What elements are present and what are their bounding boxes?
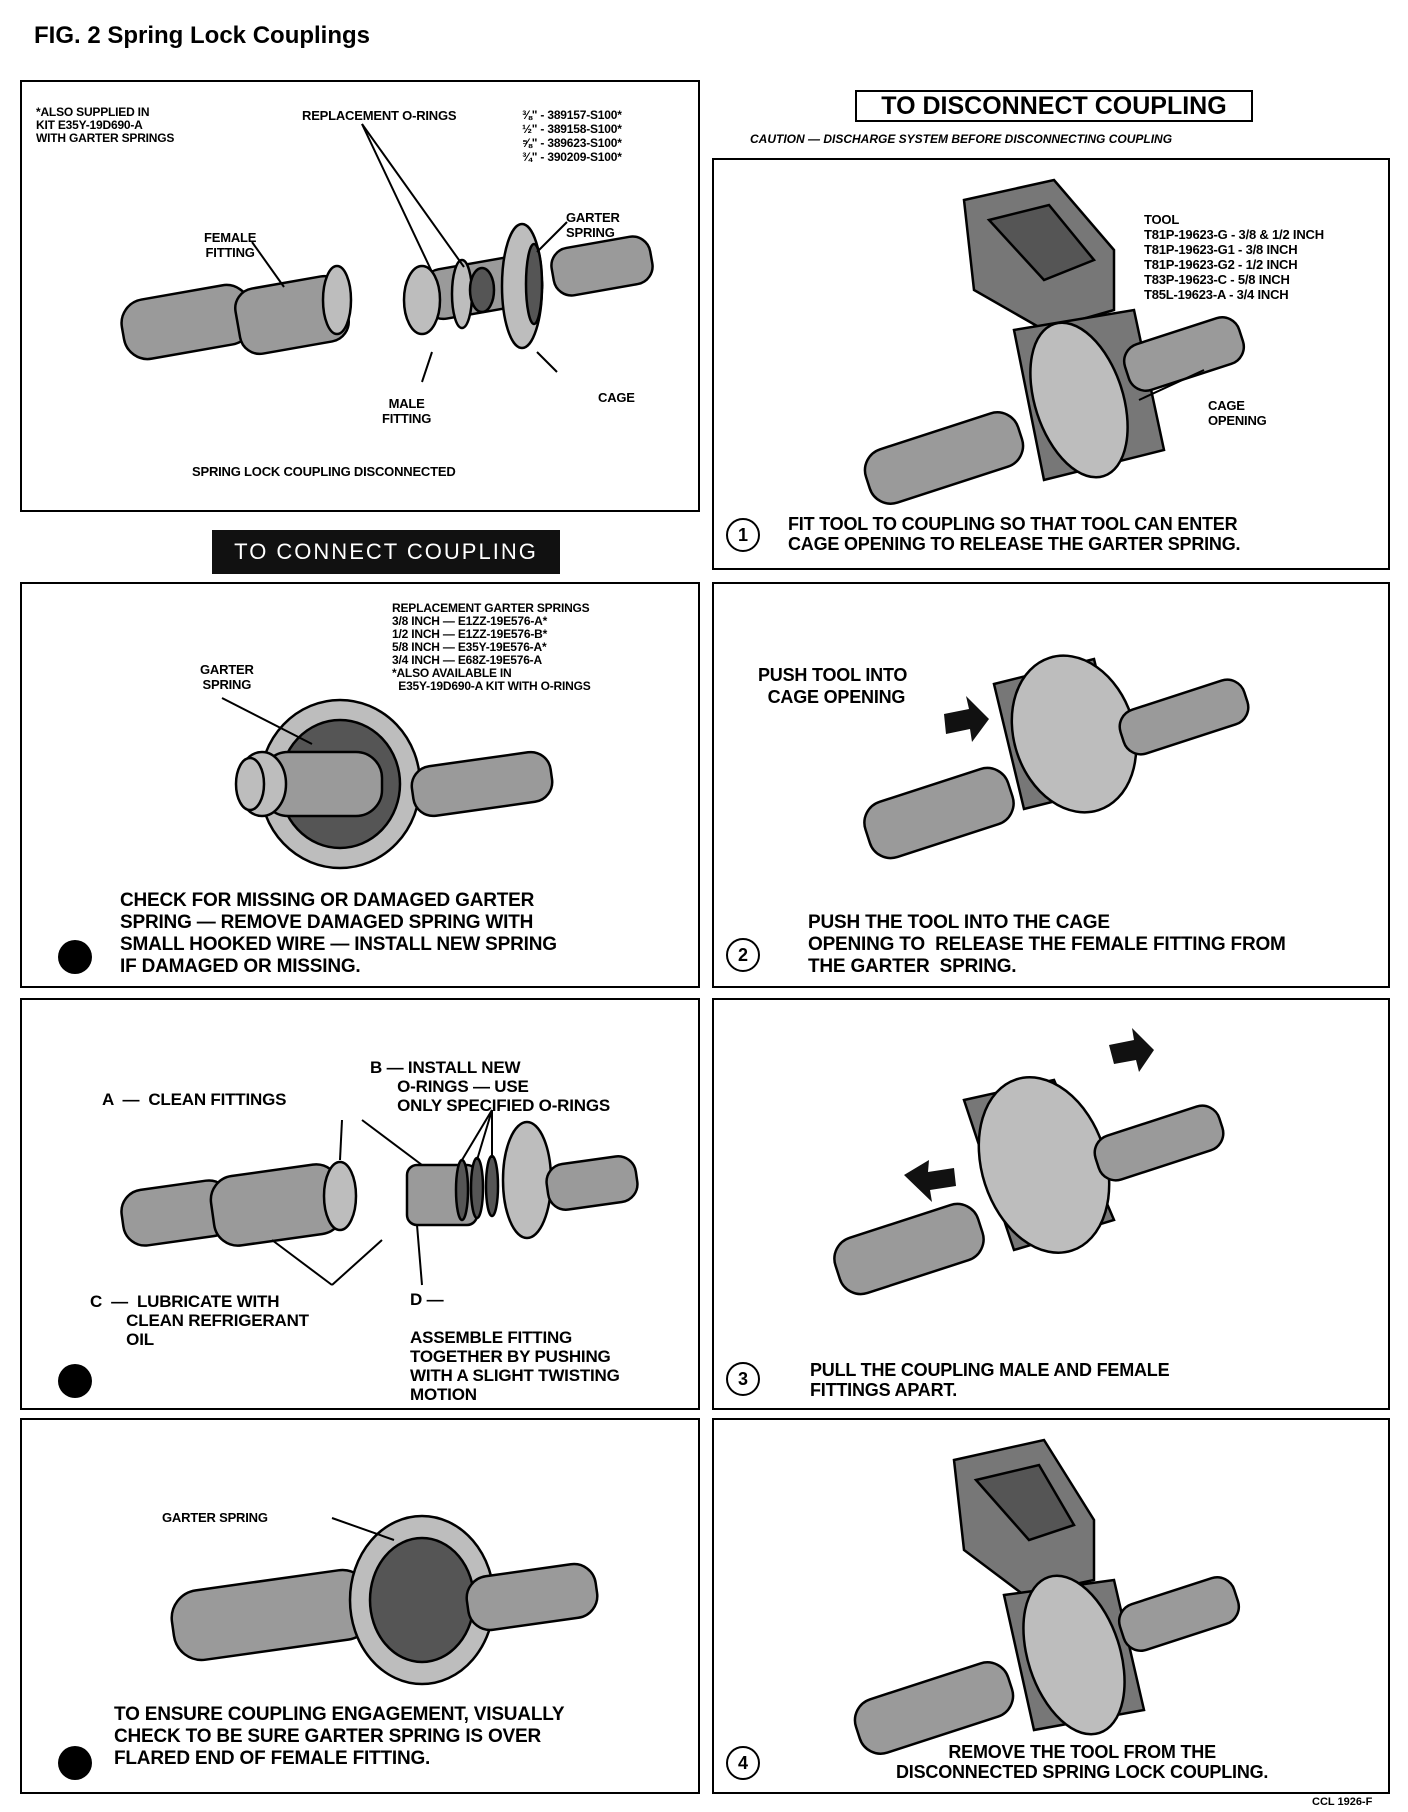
- panel-disconnect-step-1: TOOL T81P-19623-G - 3/8 & 1/2 INCH T81P-…: [712, 158, 1390, 570]
- step-caption: PUSH THE TOOL INTO THE CAGE OPENING TO R…: [808, 912, 1286, 977]
- label-b-install-orings: B — INSTALL NEW O-RINGS — USE ONLY SPECI…: [370, 1058, 611, 1115]
- garter-spring-illustration: [221, 697, 554, 870]
- label-a-clean-fittings: A — CLEAN FITTINGS: [102, 1090, 287, 1109]
- disconnected-coupling-illustration: [120, 123, 654, 383]
- panel-coupling-disconnected: *ALSO SUPPLIED IN KIT E35Y-19D690-A WITH…: [20, 80, 700, 512]
- right-arrow: [1109, 1028, 1154, 1072]
- install-orings-illustration: [120, 1109, 639, 1286]
- label-d-assemble: D — ASSEMBLE FITTING TOGETHER BY PUSHING…: [410, 1290, 620, 1404]
- caution-note: CAUTION — DISCHARGE SYSTEM BEFORE DISCON…: [750, 132, 1173, 146]
- replacement-garter-springs: REPLACEMENT GARTER SPRINGS 3/8 INCH — E1…: [392, 601, 591, 693]
- garter-spring-label: GARTER SPRING: [162, 1510, 268, 1525]
- step-caption: CHECK FOR MISSING OR DAMAGED GARTER SPRI…: [120, 890, 557, 977]
- step-number: 3: [726, 1362, 760, 1396]
- garter-spring-label: GARTER SPRING: [200, 662, 254, 692]
- disconnect-header: TO DISCONNECT COUPLING: [855, 90, 1253, 122]
- label-c-lubricate: C — LUBRICATE WITH CLEAN REFRIGERANT OIL: [90, 1292, 309, 1349]
- panel-disconnect-step-4: 4 REMOVE THE TOOL FROM THE DISCONNECTED …: [712, 1418, 1390, 1794]
- step-number: 4: [726, 1746, 760, 1780]
- kit-note: *ALSO SUPPLIED IN KIT E35Y-19D690-A WITH…: [36, 105, 175, 145]
- male-fitting-label: MALE FITTING: [382, 396, 432, 426]
- oring-part-numbers: ⅜" - 389157-S100* ½" - 389158-S100* ⅝" -…: [522, 108, 622, 164]
- engaged-coupling-illustration: [170, 1514, 599, 1686]
- remove-tool-illustration: [853, 1438, 1241, 1755]
- disconnected-caption: SPRING LOCK COUPLING DISCONNECTED: [192, 464, 456, 479]
- step-number: 2: [726, 938, 760, 972]
- step-caption: PULL THE COUPLING MALE AND FEMALE FITTIN…: [810, 1360, 1170, 1400]
- step-caption: FIT TOOL TO COUPLING SO THAT TOOL CAN EN…: [788, 514, 1241, 554]
- step-bullet: [58, 1364, 92, 1398]
- step-number: 1: [726, 518, 760, 552]
- push-arrow: [944, 696, 989, 742]
- panel-connect-step-3: GARTER SPRING TO ENSURE COUPLING ENGAGEM…: [20, 1418, 700, 1794]
- connect-header: TO CONNECT COUPLING: [212, 530, 560, 574]
- step-caption: TO ENSURE COUPLING ENGAGEMENT, VISUALLY …: [114, 1704, 565, 1769]
- push-tool-illustration: [863, 654, 1250, 860]
- panel-connect-step-1: REPLACEMENT GARTER SPRINGS 3/8 INCH — E1…: [20, 582, 700, 988]
- footer-code: CCL 1926-F: [1312, 1796, 1373, 1808]
- garter-spring-label: GARTER SPRING: [566, 210, 620, 240]
- panel-disconnect-step-2: PUSH TOOL INTO CAGE OPENING 2 PUSH THE T…: [712, 582, 1390, 988]
- replacement-orings-label: REPLACEMENT O-RINGS: [302, 108, 457, 123]
- panel-disconnect-step-3: 3 PULL THE COUPLING MALE AND FEMALE FITT…: [712, 998, 1390, 1410]
- step-bullet: [58, 1746, 92, 1780]
- pull-apart-illustration: [833, 1028, 1225, 1296]
- tool-part-list: TOOL T81P-19623-G - 3/8 & 1/2 INCH T81P-…: [1144, 212, 1324, 302]
- cage-opening-label: CAGE OPENING: [1208, 398, 1267, 428]
- female-fitting-label: FEMALE FITTING: [204, 230, 257, 260]
- cage-label: CAGE: [598, 390, 635, 405]
- step-bullet: [58, 940, 92, 974]
- fit-tool-illustration: [863, 178, 1246, 505]
- left-arrow: [904, 1160, 956, 1202]
- figure-title: FIG. 2 Spring Lock Couplings: [34, 22, 371, 49]
- step-caption: REMOVE THE TOOL FROM THE DISCONNECTED SP…: [896, 1742, 1269, 1782]
- panel-connect-step-2: A — CLEAN FITTINGS B — INSTALL NEW O-RIN…: [20, 998, 700, 1410]
- push-tool-label: PUSH TOOL INTO CAGE OPENING: [758, 665, 908, 707]
